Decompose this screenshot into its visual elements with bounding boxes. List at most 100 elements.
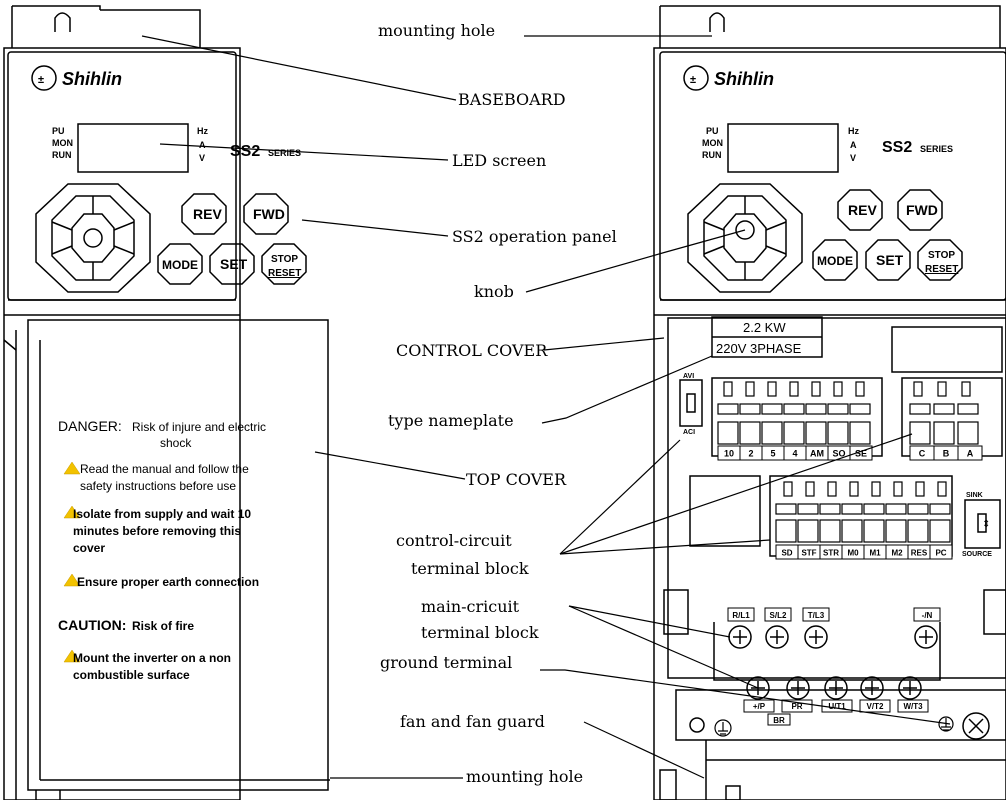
series-left: SERIES — [268, 148, 301, 158]
shihlin-logo-left — [31, 65, 57, 91]
main-terminal-box — [743, 699, 775, 713]
warning-line2a: Isolate from supply and wait 10 — [73, 507, 251, 521]
digital-terminal-label: M0 — [847, 549, 859, 558]
switch-aci-label: ACI — [683, 429, 695, 436]
digital-terminal-label: STR — [823, 549, 839, 558]
indicator-run-right: RUN — [702, 150, 722, 160]
right-unit-text: ± Shihlin PU MON RUN Hz A V SS2 SERIES R… — [683, 65, 992, 558]
leader-control-1 — [559, 439, 681, 555]
brand-left: Shihlin — [62, 69, 122, 89]
danger-title-rest: Risk of injure and electric — [132, 420, 266, 434]
switch-sink-label: SINK — [966, 492, 983, 499]
switch-source-label: SOURCE — [962, 551, 992, 558]
label-mounting-hole-bottom: mounting hole — [466, 767, 583, 786]
indicator-pu-left: PU — [52, 126, 65, 136]
analog-terminal-label: 2 — [748, 449, 753, 459]
model-left: SS2 — [230, 143, 260, 160]
warning-line1b: safety instructions before use — [80, 479, 236, 493]
relay-terminal-label: C — [919, 449, 926, 459]
relay-terminal-label: B — [943, 449, 950, 459]
indicator-mon-right: MON — [702, 138, 723, 148]
fwd-button-left — [243, 193, 289, 235]
shihlin-logo-right — [683, 65, 709, 91]
digital-terminal-block — [769, 475, 953, 557]
analog-terminal-label: 4 — [792, 449, 797, 459]
label-main-circuit-2: terminal block — [421, 623, 539, 642]
unit-a-left: A — [199, 140, 206, 150]
reset-label-right: RESET — [925, 264, 958, 275]
set-button-left — [209, 243, 255, 285]
left-unit — [3, 5, 330, 800]
warning-line2c: cover — [73, 541, 105, 555]
leader-top-cover — [314, 451, 466, 480]
leader-main-1 — [568, 605, 731, 638]
leader-control-3 — [559, 539, 771, 555]
leader-operation-panel — [301, 219, 449, 237]
fwd-label-left: FWD — [253, 206, 285, 222]
label-top-cover: TOP COVER — [466, 470, 567, 489]
series-right: SERIES — [920, 144, 953, 154]
set-label-right: SET — [876, 252, 904, 268]
analog-terminal-label: SO — [832, 449, 845, 459]
fwd-label-right: FWD — [906, 202, 938, 218]
main-terminal-label: PR — [791, 702, 802, 711]
nameplate-voltage: 220V 3PHASE — [716, 341, 802, 356]
main-terminal-box — [913, 607, 941, 622]
analog-terminal-label: 10 — [724, 449, 734, 459]
warning-triangle-icon — [63, 505, 81, 519]
mounting-hole-top-right — [709, 12, 725, 32]
leader-baseboard — [141, 35, 457, 101]
ground-symbols — [714, 716, 954, 737]
warning-triangle-icon — [63, 649, 81, 663]
label-type-nameplate: type nameplate — [388, 411, 514, 430]
label-operation-panel: SS2 operation panel — [452, 227, 617, 246]
label-control-circuit-2: terminal block — [411, 559, 529, 578]
warning-line2b: minutes before removing this — [73, 524, 241, 538]
brand-right: Shihlin — [714, 69, 774, 89]
callout-lines — [141, 35, 951, 779]
stop-button-right — [917, 239, 963, 281]
label-led-screen: LED screen — [452, 151, 546, 170]
rev-button-right — [837, 189, 883, 231]
relay-terminal-box — [957, 445, 983, 461]
unit-v-left: V — [199, 153, 205, 163]
main-terminal-label: W/T3 — [903, 702, 923, 711]
label-mounting-hole-top: mounting hole — [378, 21, 495, 40]
mounting-hole-top-left — [54, 12, 71, 32]
leader-ground-terminal — [540, 669, 951, 725]
set-button-right — [865, 239, 911, 281]
nameplate-power: 2.2 KW — [743, 320, 786, 335]
stop-label-right: STOP — [928, 250, 955, 261]
left-unit-text: ± Shihlin PU MON RUN Hz A V SS2 SERIES R… — [31, 65, 301, 682]
indicator-run-left: RUN — [52, 150, 72, 160]
unit-hz-left: Hz — [197, 126, 208, 136]
caution-title: CAUTION: — [58, 617, 126, 633]
warning-triangle-icon — [63, 573, 81, 587]
switch-avi-label: AVI — [683, 373, 694, 380]
digital-terminal-label: SD — [781, 549, 792, 558]
top-cover-left — [27, 319, 329, 791]
ground-icon — [938, 716, 954, 732]
model-right: SS2 — [882, 139, 912, 156]
svg-text:±: ± — [38, 74, 44, 86]
danger-title: DANGER: — [58, 418, 122, 434]
main-terminal-label: T/L3 — [808, 611, 825, 620]
label-control-cover: CONTROL COVER — [396, 341, 548, 360]
main-terminal-label: +/P — [753, 702, 766, 711]
mode-label-left: MODE — [162, 258, 198, 272]
rev-button-left — [181, 193, 227, 235]
knob-left — [35, 183, 151, 293]
rev-label-right: REV — [848, 202, 877, 218]
warning-line4b: combustible surface — [73, 668, 190, 682]
label-fan: fan and fan guard — [400, 712, 545, 731]
leader-control-2 — [559, 433, 913, 555]
digital-terminal-label: M1 — [869, 549, 881, 558]
warning-line1a: Read the manual and follow the — [80, 462, 249, 476]
right-unit — [653, 5, 1006, 800]
leader-knob — [525, 229, 746, 293]
analog-terminal-label: SE — [855, 449, 867, 459]
led-display-right — [727, 123, 839, 173]
label-baseboard: BASEBOARD — [458, 90, 566, 109]
